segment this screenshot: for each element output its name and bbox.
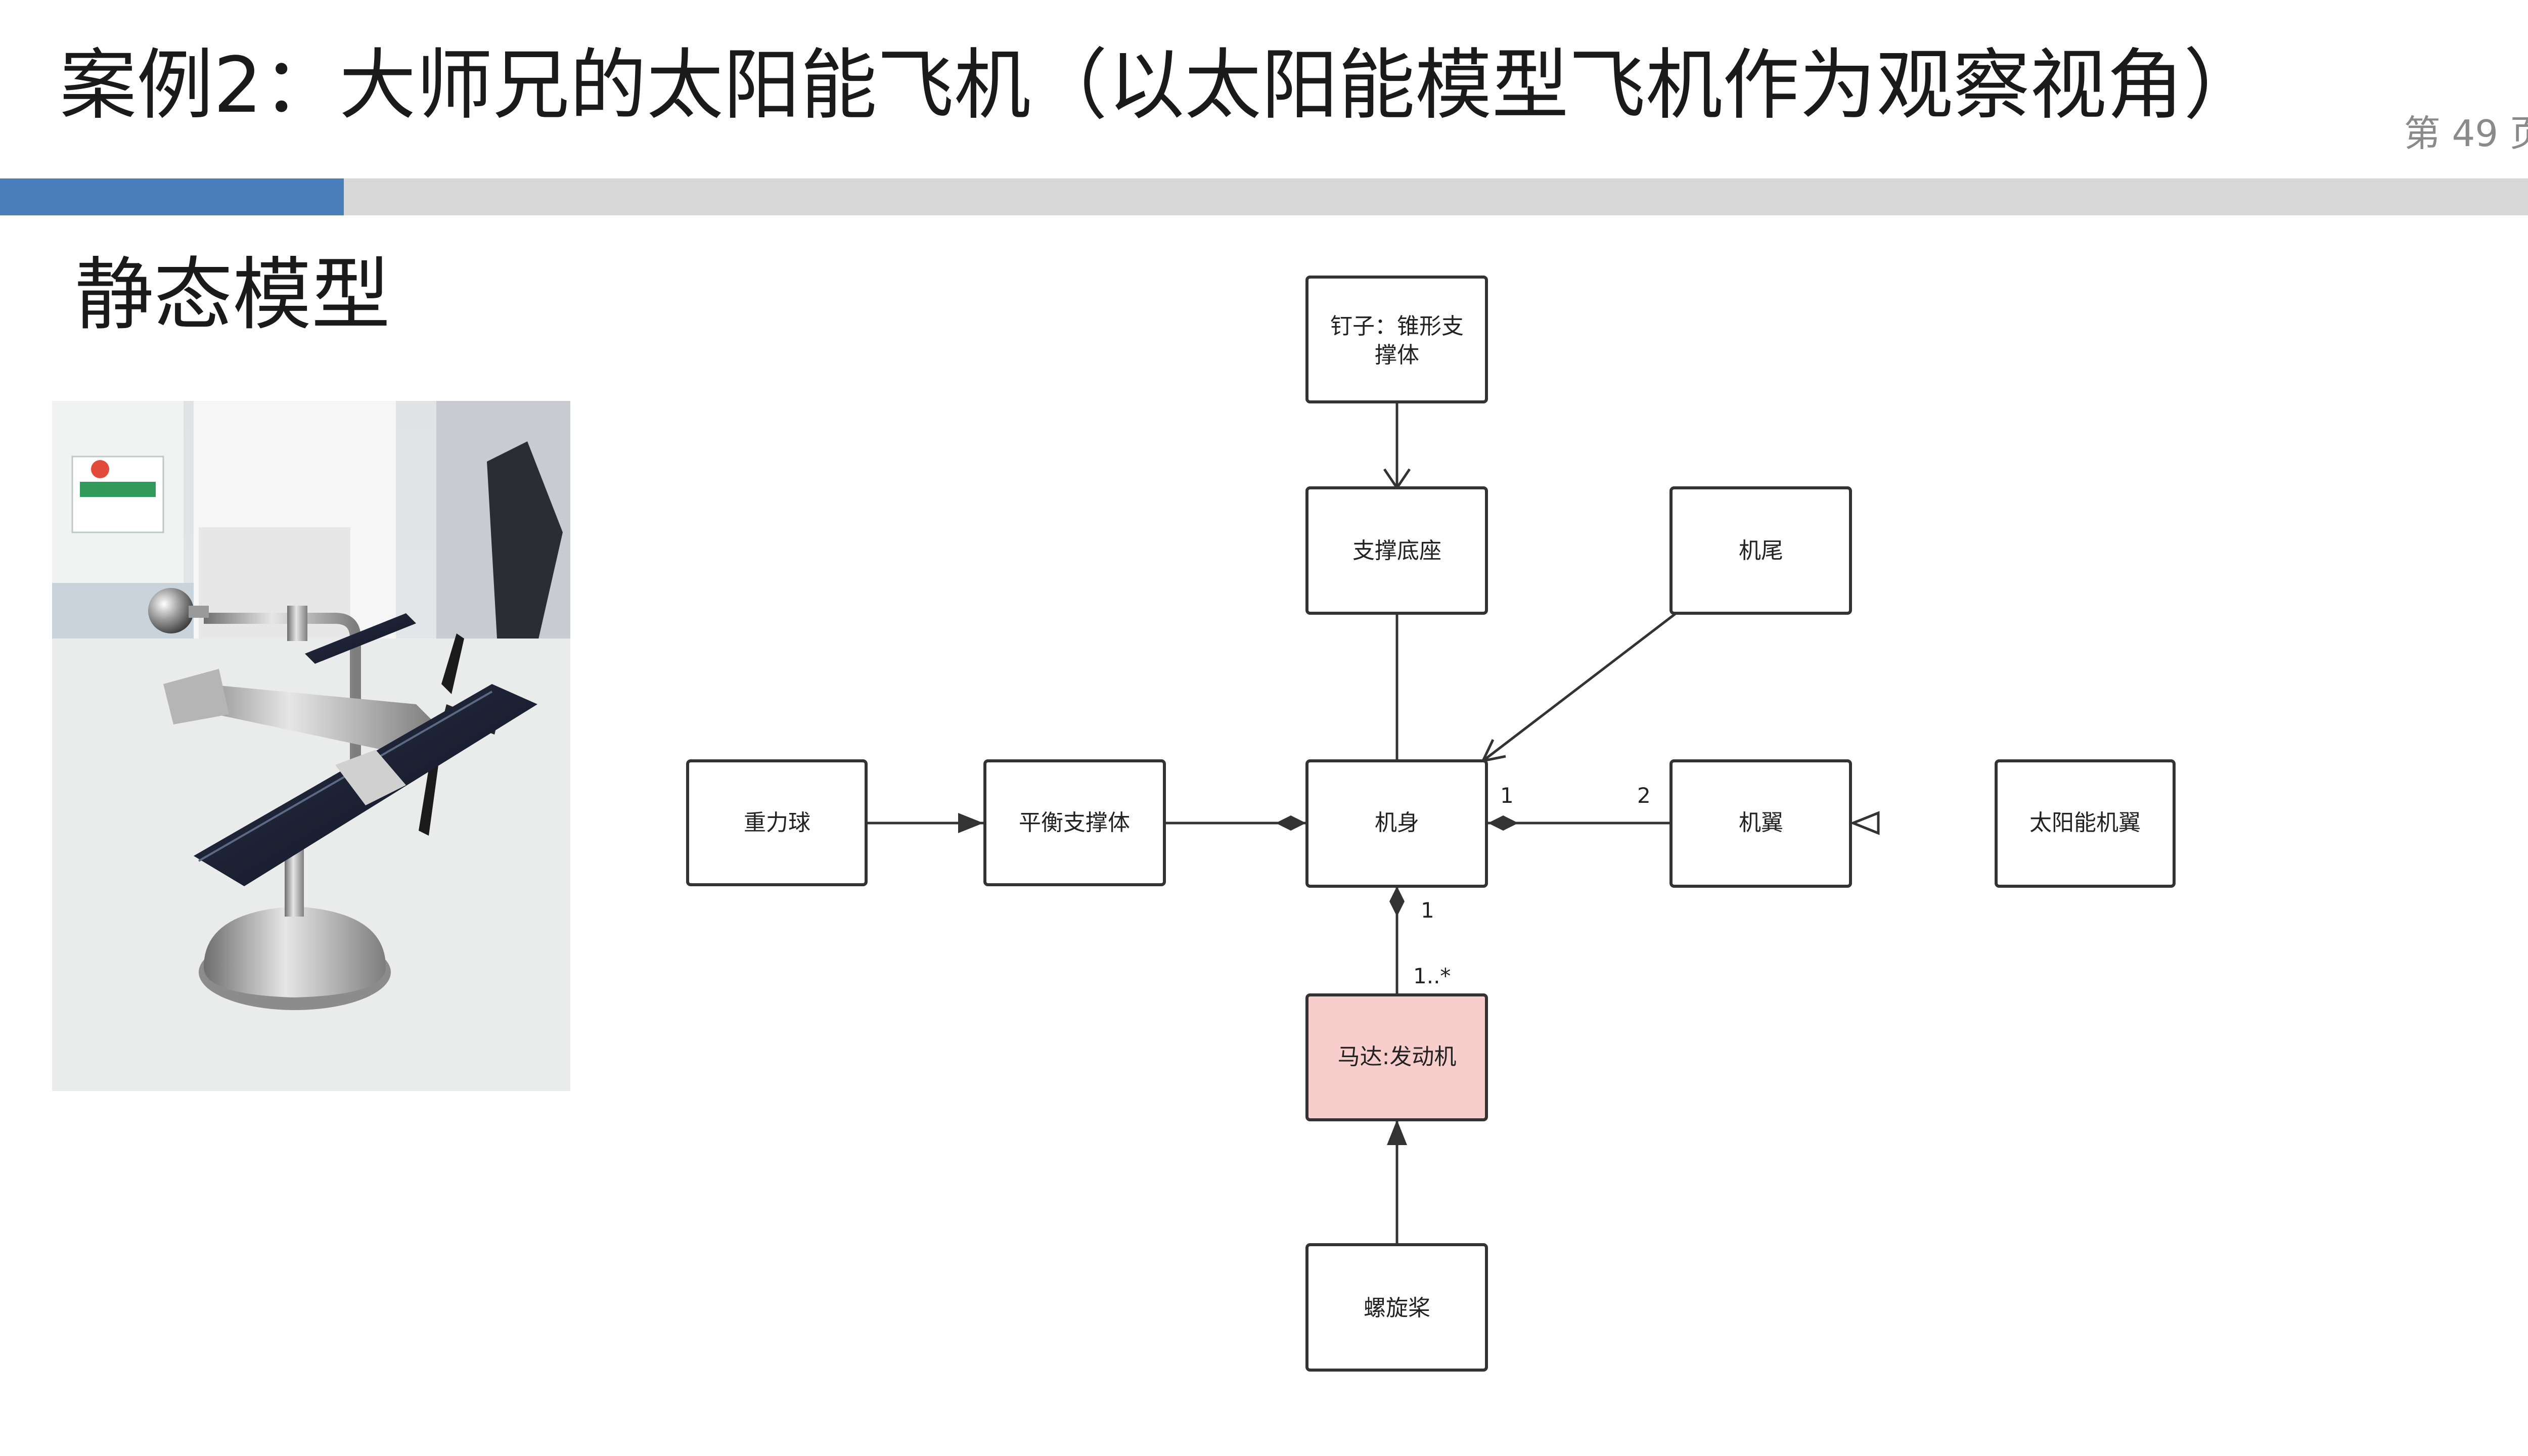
filled-arrowhead-balance (958, 813, 983, 833)
node-label: 机身 (1375, 810, 1419, 836)
node-label: 太阳能机翼 (2029, 810, 2141, 836)
node-label-line2: 撑体 (1375, 342, 1419, 368)
composition-diamond-wing (1488, 815, 1518, 831)
node-propeller: 螺旋桨 (1305, 1243, 1488, 1372)
header-accent-bar (0, 178, 344, 215)
node-label: 支撑底座 (1352, 538, 1441, 564)
node-label: 平衡支撑体 (1019, 810, 1130, 836)
generalization-triangle-wing (1849, 811, 1880, 835)
node-fuselage: 机身 (1305, 759, 1488, 888)
solar-panel-upper (305, 613, 416, 664)
stand-base (204, 906, 386, 997)
node-gravity-ball: 重力球 (686, 759, 868, 886)
header-divider-bar (0, 178, 2528, 215)
motor-housing (335, 750, 406, 805)
multiplicity-label: 1 (1500, 783, 1514, 808)
node-label: 马达:发动机 (1338, 1044, 1457, 1070)
solar-airplane-photo (52, 401, 570, 1091)
composition-diamond-motor (1389, 886, 1405, 917)
node-label: 重力球 (744, 810, 810, 836)
multiplicity-label: 2 (1637, 783, 1651, 808)
page-number: 第 49 页 (2404, 112, 2528, 155)
node-motor: 马达:发动机 (1305, 993, 1488, 1121)
multiplicity-label: 1..* (1413, 964, 1451, 988)
gravity-ball (148, 588, 194, 633)
pivot-nut (287, 606, 307, 641)
node-support-base: 支撑底座 (1305, 486, 1488, 615)
tissue-box-logo (91, 460, 109, 478)
edge-tail-to-fuselage (1482, 612, 1677, 762)
node-nail-cone-support: 钉子：锥形支 撑体 (1305, 276, 1488, 403)
slide-title: 案例2：大师兄的太阳能飞机（以太阳能模型飞机作为观察视角） (60, 40, 2261, 130)
node-solar-wing: 太阳能机翼 (1995, 759, 2176, 888)
section-subtitle: 静态模型 (75, 249, 390, 341)
node-label: 机尾 (1739, 538, 1783, 564)
ball-connector (189, 606, 209, 618)
node-balance-support: 平衡支撑体 (983, 759, 1166, 886)
fuselage-metal (168, 684, 436, 755)
node-label: 螺旋桨 (1364, 1295, 1430, 1321)
composition-diamond-balance (1276, 815, 1306, 831)
node-wing: 机翼 (1669, 759, 1852, 888)
filled-arrowhead-motor (1387, 1120, 1407, 1145)
dark-cloth (487, 441, 563, 644)
tissue-box-green-stripe (80, 482, 156, 497)
tail-fin (163, 669, 229, 724)
multiplicity-label: 1 (1421, 898, 1434, 923)
node-label-line1: 钉子：锥形支 (1330, 313, 1464, 339)
propeller-blade-top (441, 633, 464, 694)
node-label: 机翼 (1739, 810, 1783, 836)
node-tail: 机尾 (1669, 486, 1852, 615)
